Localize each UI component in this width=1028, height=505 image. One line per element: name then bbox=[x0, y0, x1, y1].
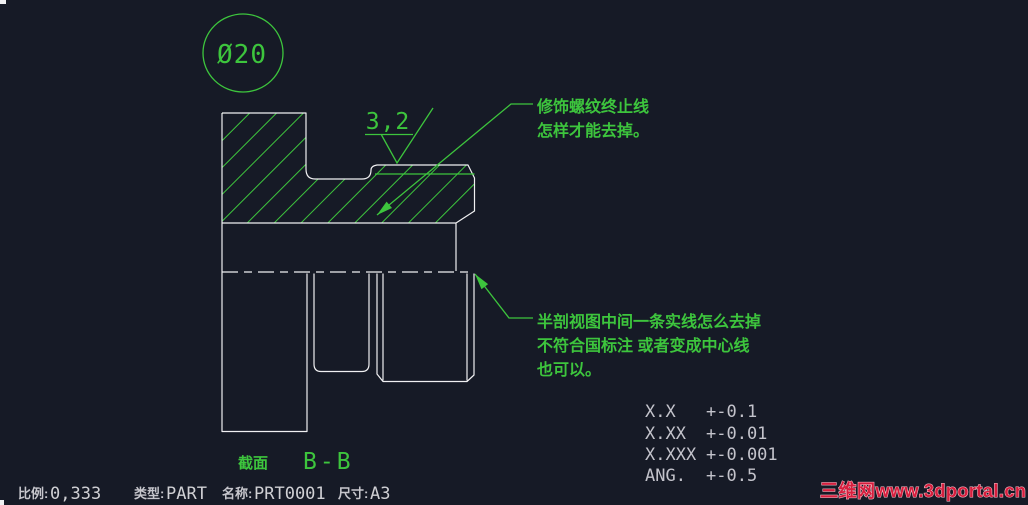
tolerance-value: +-0.1 bbox=[706, 402, 757, 422]
half-section-note-arrowhead bbox=[475, 274, 489, 290]
tolerance-value: +-0.001 bbox=[706, 445, 778, 465]
half-section-note-line2: 不符合国标注 或者变成中心线 bbox=[537, 336, 749, 355]
roughness-value: 3,2 bbox=[366, 109, 411, 135]
corner-mark-bottom-left bbox=[0, 500, 4, 505]
half-section-note-line3: 也可以。 bbox=[537, 360, 601, 379]
section-hatch bbox=[222, 113, 475, 223]
thread-note[interactable]: 修饰螺纹终止线 怎样才能去掉。 bbox=[376, 97, 649, 216]
thread-note-leader bbox=[376, 103, 533, 216]
status-size-label: 尺寸: bbox=[338, 486, 368, 501]
diameter-balloon[interactable]: Ø20 bbox=[202, 13, 284, 93]
status-type-label: 类型: bbox=[134, 486, 164, 501]
tolerance-value: +-0.5 bbox=[706, 466, 757, 486]
balloon-label: Ø20 bbox=[217, 40, 267, 70]
corner-mark-top-left bbox=[0, 0, 6, 4]
status-name-label: 名称: bbox=[222, 486, 252, 501]
thread-note-line2: 怎样才能去掉。 bbox=[537, 121, 649, 140]
tolerance-dim: ANG. bbox=[645, 466, 686, 486]
status-type-value: PART bbox=[166, 484, 207, 504]
status-scale-label: 比例: bbox=[18, 486, 48, 501]
status-scale-value: 0,333 bbox=[50, 484, 101, 504]
section-label[interactable]: 截面 B-B bbox=[238, 449, 354, 475]
part-geometry bbox=[221, 112, 476, 433]
half-section-note[interactable]: 半剖视图中间一条实线怎么去掉 不符合国标注 或者变成中心线 也可以。 bbox=[474, 273, 761, 379]
tolerance-table: X.X +-0.1 X.XX +-0.01 X.XXX +-0.001 ANG.… bbox=[645, 402, 778, 486]
roughness-symbol-lines bbox=[365, 107, 434, 165]
thread-note-arrowhead bbox=[377, 201, 392, 215]
tolerance-dim: X.X bbox=[645, 402, 676, 422]
status-name-value: PRT0001 bbox=[254, 484, 326, 504]
tolerance-dim: X.XXX bbox=[645, 445, 697, 465]
watermark: 三维网www.3dportal.cn bbox=[820, 480, 1026, 501]
half-section-note-leader bbox=[474, 273, 533, 319]
status-bar: 比例: 0,333 类型: PART 名称: PRT0001 尺寸: A3 bbox=[18, 484, 390, 504]
status-size-value: A3 bbox=[370, 484, 390, 504]
balloon-circle bbox=[202, 13, 284, 93]
half-section-note-line1: 半剖视图中间一条实线怎么去掉 bbox=[537, 312, 761, 331]
section-label-prefix: 截面 bbox=[238, 454, 268, 472]
tolerance-dim: X.XX bbox=[645, 424, 687, 444]
thread-note-line1: 修饰螺纹终止线 bbox=[536, 97, 649, 116]
tolerance-value: +-0.01 bbox=[706, 424, 767, 444]
surface-roughness-symbol[interactable]: 3,2 bbox=[365, 107, 434, 165]
section-label-name: B-B bbox=[303, 449, 354, 475]
